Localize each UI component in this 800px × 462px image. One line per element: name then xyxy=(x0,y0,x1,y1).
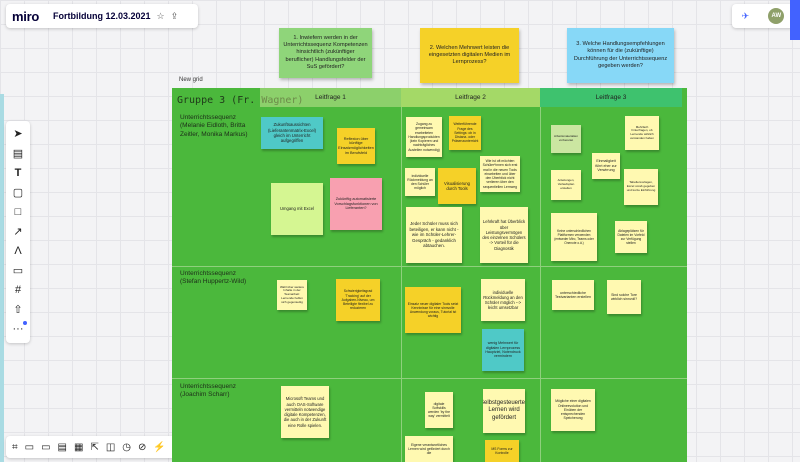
sticky-note[interactable]: Umgang mit Excel xyxy=(271,183,323,235)
sticky-note[interactable]: Jeder Schüler muss sich beteiligen, er k… xyxy=(406,207,462,263)
sticky-note[interactable]: Selbstgesteuertes Lernen wird gefördert xyxy=(483,389,525,433)
sticky-note[interactable]: Microsoft Teams und auch OAS-Software ve… xyxy=(281,386,329,438)
connection-line-icon[interactable]: ↗ xyxy=(13,225,23,238)
frame-tool-icon[interactable]: # xyxy=(14,283,22,296)
question-sticky-3[interactable]: 3. Welche Handlungsempfehlungen können f… xyxy=(567,28,674,83)
templates-icon[interactable]: ▤ xyxy=(12,147,24,160)
sticky-note[interactable]: wenig Mehrwert für digitalen Lernprozess… xyxy=(482,329,524,371)
row-label-2[interactable]: Unterrichtssequenz (Stefan Huppertz-Wild… xyxy=(180,270,247,286)
sticky-note[interactable]: Ablageplätzen für Dateien im Vorfeld zur… xyxy=(615,221,647,253)
board-title[interactable]: Fortbildung 12.03.2021 xyxy=(52,11,151,21)
miro-logo[interactable]: miro xyxy=(12,8,39,24)
column-header-1[interactable]: Leitfrage 1 xyxy=(260,88,401,107)
more-tools-icon[interactable]: ··· xyxy=(12,322,24,335)
sticky-note[interactable]: Mögliche einer digitalen Onlineevolution… xyxy=(551,389,595,431)
frames-icon[interactable]: ⌗ xyxy=(12,441,18,453)
sticky-note[interactable]: Visualisierung durch Tools xyxy=(438,168,476,204)
avatar[interactable]: AW xyxy=(768,8,785,24)
sticky-note[interactable]: unterschiedliche Testvarianten erstellen xyxy=(552,280,594,310)
star-icon[interactable]: ☆ xyxy=(156,10,165,21)
sticky-note[interactable]: Mehrfach hinterfragen, ob Lernende wirkl… xyxy=(625,116,659,150)
sticky-note[interactable]: Einmaligkeit führt eher zur Verwirrung xyxy=(592,153,620,179)
row-label-1[interactable]: Unterrichtssequenz (Melanie Eidloth, Bri… xyxy=(180,114,248,138)
sticky-note[interactable]: individuelle Rückmeldung an den Schüler … xyxy=(405,168,435,196)
sticky-note[interactable]: Reflexion über künftige Einsatzmöglichke… xyxy=(337,128,375,164)
sticky-note[interactable]: MS Forms zur Kontrolle xyxy=(485,440,519,462)
sticky-note[interactable]: Schwierigkeitsgrad 'Tracking' auf der Au… xyxy=(336,279,380,321)
frame-label[interactable]: New grid xyxy=(179,77,203,83)
group-title[interactable]: Gruppe 3 (Fr. Wagner) xyxy=(177,95,304,106)
comments-icon[interactable]: ▭ xyxy=(24,441,35,453)
grid-divider xyxy=(540,107,541,462)
share-button-edge[interactable] xyxy=(790,0,800,40)
column-header-3[interactable]: Leitfrage 3 xyxy=(540,88,682,107)
sticky-note[interactable]: Zukunftsaussichten (Lieferantenmatrix-Ex… xyxy=(261,117,323,149)
power-ups-icon[interactable]: ⚡ xyxy=(153,441,166,453)
sticky-note[interactable]: Lehrkraft hat Überblick über Leistungsve… xyxy=(480,207,528,263)
chat-icon[interactable]: ▭ xyxy=(41,441,51,453)
timer-icon[interactable]: ◷ xyxy=(122,441,132,453)
sticky-note[interactable]: Tabellenvorlagen, Excel vorab gegeben un… xyxy=(624,169,658,205)
sticky-note[interactable]: Weiterführende Frage des Settings: ob in… xyxy=(449,116,481,150)
creation-toolbar: ➤ ▤ T ▢ □ ↗ Ʌ ▭ # ⇧ ··· xyxy=(6,121,30,343)
shape-tool-icon[interactable]: □ xyxy=(14,205,22,218)
grid-icon[interactable]: ▦ xyxy=(74,441,84,453)
sticky-note[interactable]: Wahl über weitere Inhalte in der Teamarb… xyxy=(277,280,307,310)
group-title-ghost: Wagner) xyxy=(261,95,304,106)
sticky-note[interactable]: Anleitungen, Verlaufsplan erstellen xyxy=(551,170,581,200)
comment-icon[interactable]: ▭ xyxy=(12,264,24,277)
screen-share-icon[interactable]: ⇱ xyxy=(90,441,99,453)
voting-icon[interactable]: ⊘ xyxy=(138,441,147,453)
sticky-note[interactable]: Einsatz neuer digitaler Tools setzt Kenn… xyxy=(405,287,461,333)
grid-divider xyxy=(172,378,687,379)
question-sticky-1[interactable]: 1. Inwiefern werden in der Unterrichtsse… xyxy=(279,28,372,78)
upload-icon[interactable]: ⇧ xyxy=(13,303,23,316)
top-bar: miro Fortbildung 12.03.2021 ☆ ⇪ xyxy=(6,4,198,28)
sticky-note[interactable]: Keine unterschiedlichen Plattformen verw… xyxy=(551,213,597,261)
question-sticky-2[interactable]: 2. Welchen Mehrwert leisten die eingeset… xyxy=(420,28,519,83)
grid-divider xyxy=(172,266,687,267)
video-icon[interactable]: ◫ xyxy=(105,441,116,453)
top-right-bar: ✈ AW xyxy=(732,4,794,28)
reactions-icon[interactable]: ✈ xyxy=(741,10,750,21)
sticky-note-icon[interactable]: ▢ xyxy=(12,186,24,199)
pen-tool-icon[interactable]: Ʌ xyxy=(14,244,22,257)
row-label-3[interactable]: Unterrichtssequenz (Joachim Scharr) xyxy=(180,383,236,399)
notification-dot xyxy=(23,321,27,325)
share-icon[interactable]: ⇪ xyxy=(170,10,179,21)
sticky-note[interactable]: Arbeitsmaterialien vorbereitet xyxy=(551,125,581,153)
column-header-2[interactable]: Leitfrage 2 xyxy=(401,88,540,107)
sticky-note[interactable]: Eigene verantwortliches Lernen wird gefö… xyxy=(405,436,453,462)
grid-divider xyxy=(401,107,402,462)
sticky-note[interactable]: individuelle Rückmeldung an den Schüler … xyxy=(481,279,525,321)
cards-icon[interactable]: ▤ xyxy=(57,441,67,453)
sticky-note[interactable]: Zukünftig automatisierte Vorschlagsfunkt… xyxy=(330,178,382,230)
sticky-note[interactable]: Sind solche Tore wirklich sinnvoll? xyxy=(607,280,641,314)
sticky-note[interactable]: Zugang zu gemeinsam erarbeiteten Handlun… xyxy=(406,117,442,157)
select-cursor-icon[interactable]: ➤ xyxy=(13,128,23,141)
sticky-note[interactable]: Wie ist oft möchten Schüler*innen sich e… xyxy=(480,156,520,192)
text-tool-icon[interactable]: T xyxy=(14,166,22,179)
sticky-note[interactable]: digitale Softskills werden 'by the way' … xyxy=(425,392,453,428)
left-panel-edge xyxy=(0,94,4,462)
